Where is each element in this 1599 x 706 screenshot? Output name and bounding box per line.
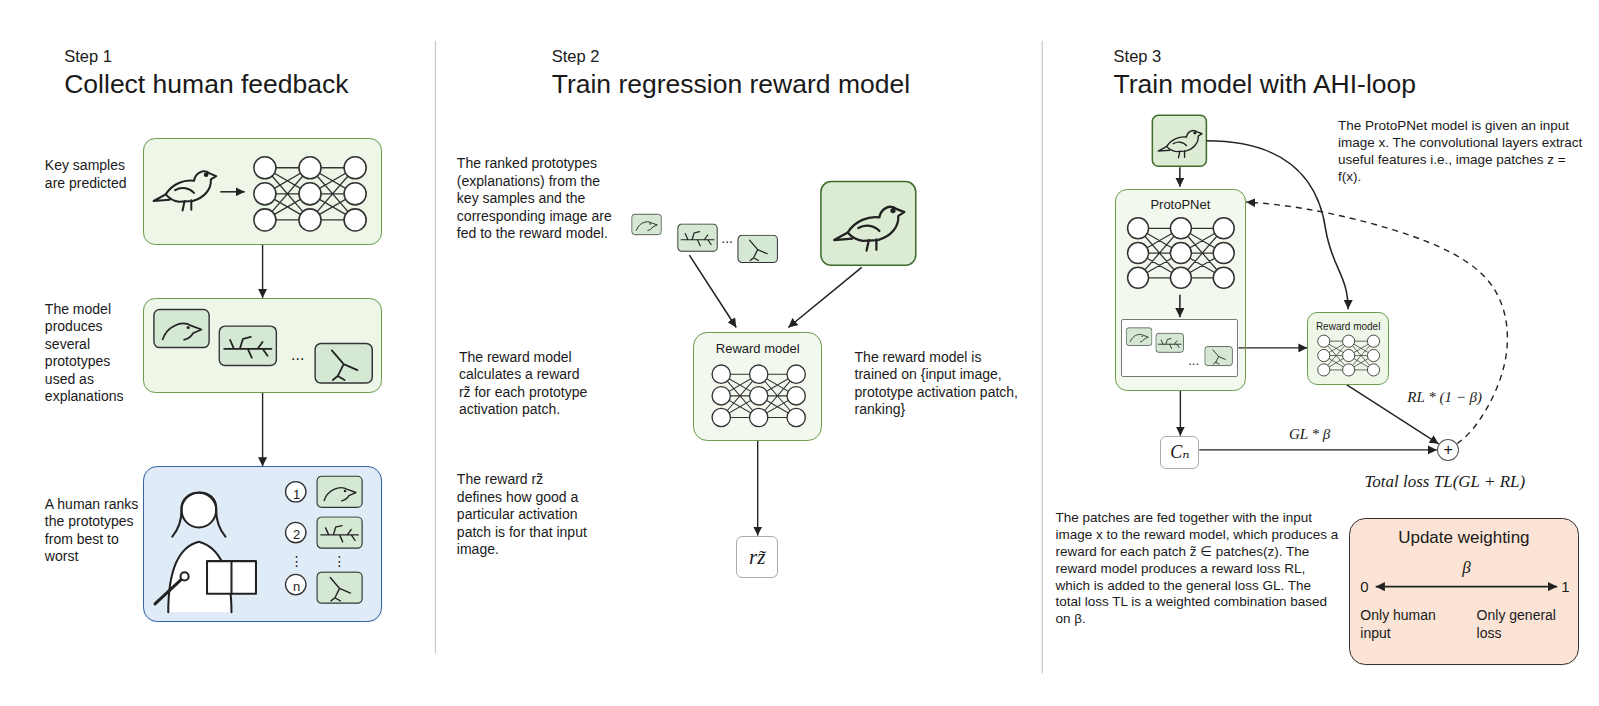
prototype-patch xyxy=(1126,328,1152,346)
scale-caption: Only human input xyxy=(1360,607,1458,642)
step-label: Step 1 xyxy=(64,46,112,67)
scale-caption: Only general loss xyxy=(1477,607,1575,642)
scale-end: 0 xyxy=(1360,578,1368,597)
prototype-patch xyxy=(317,517,362,548)
ellipsis: ⋮ xyxy=(290,553,304,571)
ellipsis: ... xyxy=(291,345,304,365)
loss-formula: Total loss TL(GL + RL) xyxy=(1364,471,1525,492)
bird-icon xyxy=(834,207,904,251)
box-title: Update weighting xyxy=(1398,527,1529,548)
reward-model-box: Reward model xyxy=(1307,312,1389,384)
box-fill xyxy=(1307,312,1389,384)
connector xyxy=(757,441,758,536)
rank-number: 1 xyxy=(293,487,300,503)
step-description: The reward model calculates a reward rz̃… xyxy=(459,349,590,419)
step-description: The reward rz̃ defines how good a partic… xyxy=(457,471,588,559)
step-description: A human ranks the prototypes from best t… xyxy=(45,496,139,566)
human-ranking-box: A human ranks the prototypes from best t… xyxy=(143,466,383,622)
step-heading: Train model with AHI-loop xyxy=(1114,68,1416,101)
network-icon xyxy=(1128,218,1235,288)
prototype-patch xyxy=(219,326,276,365)
box-fill xyxy=(1121,319,1238,377)
ellipsis: ⋮ xyxy=(333,553,347,571)
step-description: Key samples are predicted xyxy=(45,157,135,192)
edge-label: GL * β xyxy=(1287,425,1332,444)
box-fill xyxy=(1160,436,1199,470)
prototype-patch xyxy=(1156,333,1184,352)
box-fill xyxy=(143,138,383,245)
box-fill xyxy=(1349,518,1578,665)
rank-circle xyxy=(286,482,306,595)
reward-output-box: rz̃ xyxy=(736,536,778,579)
class-output-box: Cₙ xyxy=(1160,436,1199,470)
bird-icon xyxy=(154,171,217,210)
flow-arrow xyxy=(689,255,736,327)
connector xyxy=(262,393,263,466)
input-image-box xyxy=(1152,115,1206,166)
connector xyxy=(1238,347,1307,348)
box-title: Reward model xyxy=(1316,321,1380,334)
weight-symbol: β xyxy=(1462,557,1470,578)
flow-arrow xyxy=(220,191,244,193)
prototype-patch xyxy=(678,224,717,251)
box-fill xyxy=(143,298,383,393)
reward-symbol: rz̃ xyxy=(749,547,765,568)
step-description: The patches are fed together with the in… xyxy=(1055,510,1338,628)
box-fill xyxy=(736,536,778,579)
prototype-patches-box: ... xyxy=(1121,319,1238,377)
prototype-patch xyxy=(317,476,362,507)
column-divider xyxy=(1042,41,1043,674)
step-label: Step 2 xyxy=(552,46,600,67)
step-description: The ranked prototypes (explanations) fro… xyxy=(457,155,625,243)
reward-model-box: Reward model xyxy=(693,332,821,441)
prototype-box: The model produces several prototypes us… xyxy=(143,298,383,393)
flow-arrow xyxy=(1179,167,1181,186)
bird-icon xyxy=(1158,130,1202,157)
human-figure xyxy=(155,493,256,613)
column-divider xyxy=(435,41,436,653)
input-image-box xyxy=(821,182,916,266)
prototype-patch xyxy=(738,235,777,262)
weighting-box: Update weighting β 0 1Only human input Only … xyxy=(1349,518,1578,665)
box-title: Reward model xyxy=(716,341,800,357)
scale-end: 1 xyxy=(1561,578,1569,597)
protopnet-box: ProtoPNet... xyxy=(1115,189,1247,391)
step-heading: Train regression reward model xyxy=(552,68,910,101)
connector xyxy=(262,245,263,298)
ellipsis: ... xyxy=(1188,353,1199,369)
network-icon xyxy=(712,365,805,427)
step-description: The ProtoPNet model is given an input im… xyxy=(1338,118,1588,186)
output-symbol: Cₙ xyxy=(1170,443,1189,461)
rank-number: 2 xyxy=(293,527,300,543)
connector xyxy=(1246,202,1507,444)
sum-symbol: + xyxy=(1443,442,1452,458)
network-icon xyxy=(254,157,366,231)
box-fill xyxy=(1115,189,1247,391)
sum-node: + xyxy=(1437,439,1459,461)
flow-arrow xyxy=(1179,295,1181,317)
connector xyxy=(1199,449,1437,450)
flow-arrow xyxy=(788,267,861,327)
step-description: The model produces several prototypes us… xyxy=(45,301,139,406)
edge-label: RL * (1 − β) xyxy=(1405,388,1484,407)
ellipsis: ... xyxy=(721,230,733,248)
box-fill xyxy=(1437,439,1459,461)
prototype-patch xyxy=(1205,347,1233,366)
step-description: The reward model is trained on {input im… xyxy=(855,349,1028,419)
weight-scale-arrow xyxy=(1376,586,1558,588)
prototype-patch xyxy=(632,214,662,234)
step-label: Step 3 xyxy=(1114,46,1162,67)
prototype-patch xyxy=(317,572,362,603)
rank-number: n xyxy=(293,579,300,595)
network-icon xyxy=(1318,335,1380,376)
connector xyxy=(1180,391,1181,436)
prototype-patch xyxy=(315,343,372,382)
box-fill xyxy=(143,466,383,622)
step-heading: Collect human feedback xyxy=(64,68,348,101)
box-fill xyxy=(693,332,821,441)
box-title: ProtoPNet xyxy=(1150,197,1210,213)
prediction-box: Key samples are predicted xyxy=(143,138,383,245)
prototype-patch xyxy=(154,309,209,347)
